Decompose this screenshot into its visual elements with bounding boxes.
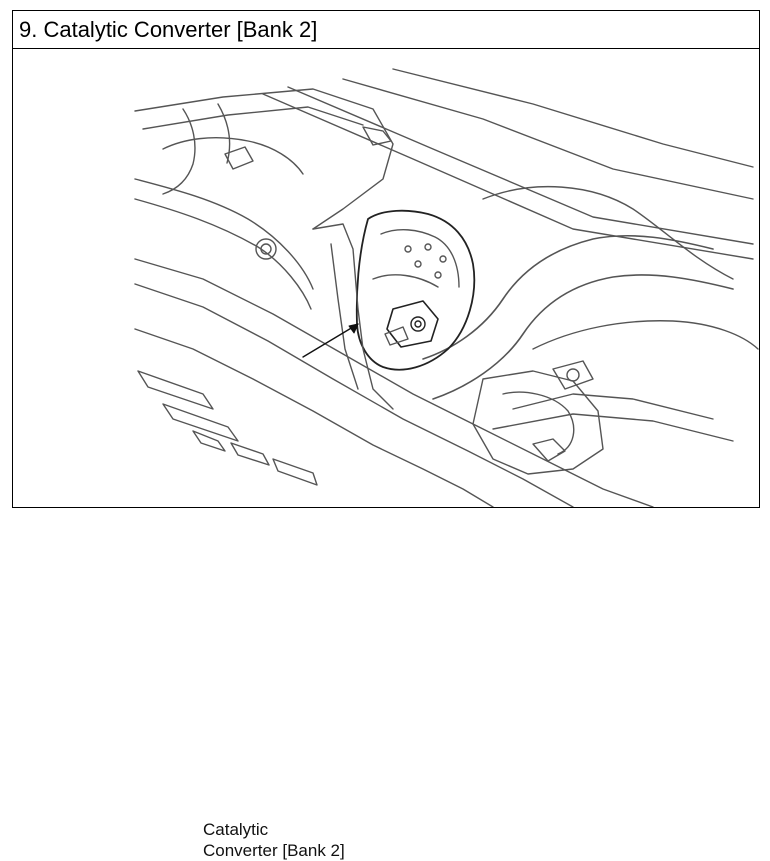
catalytic-converter-illustration	[134, 68, 759, 508]
callout-line-2: Converter [Bank 2]	[203, 841, 345, 860]
step-header: 9. Catalytic Converter [Bank 2]	[13, 11, 759, 49]
line-drawing-figure: Catalytic Converter [Bank 2]	[13, 49, 759, 860]
step-title: 9. Catalytic Converter [Bank 2]	[19, 17, 318, 42]
procedure-step-frame: 9. Catalytic Converter [Bank 2]	[12, 10, 760, 860]
callout-line-1: Catalytic	[203, 820, 269, 839]
